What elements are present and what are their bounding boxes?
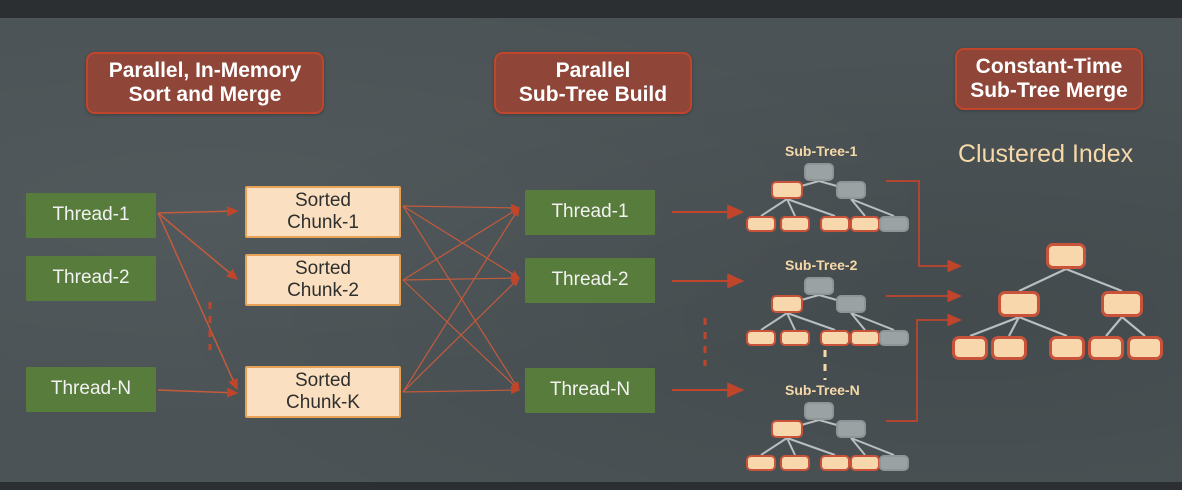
chunkk-line1: Sorted bbox=[295, 369, 351, 391]
sorted-chunk-1-text: Sorted Chunk-1 bbox=[287, 190, 359, 234]
hdr2-line1: Parallel bbox=[555, 58, 631, 82]
build-thread-2[interactable]: Thread-2 bbox=[525, 258, 655, 303]
subtree-links bbox=[760, 180, 895, 456]
clustered-index-links bbox=[969, 267, 1146, 338]
clustered-index-leaf-1 bbox=[952, 336, 988, 360]
sub-tree-1-leaf-4 bbox=[850, 216, 880, 232]
sorted-chunk-k[interactable]: Sorted Chunk-K bbox=[245, 366, 401, 418]
hdr1-line1: Parallel, In-Memory bbox=[108, 58, 302, 82]
sub-tree-2-leaf-3 bbox=[820, 330, 850, 346]
stage-header-subtree-build[interactable]: Parallel Sub-Tree Build bbox=[494, 52, 692, 114]
chunkk-line2: Chunk-K bbox=[286, 392, 360, 413]
clustered-index-leaf-4 bbox=[1088, 336, 1124, 360]
stage-header-sort-merge-text: Parallel, In-Memory Sort and Merge bbox=[109, 59, 302, 108]
sub-tree-n-label: Sub-Tree-N bbox=[785, 382, 860, 398]
chunk2-line1: Sorted bbox=[295, 257, 351, 279]
sub-tree-1-n2-a bbox=[771, 181, 803, 199]
hdr3-line2: Sub-Tree Merge bbox=[970, 79, 1128, 102]
clustered-index-leaf-2 bbox=[991, 336, 1027, 360]
subtree-merge-routes bbox=[886, 180, 963, 422]
sub-tree-1-leaf-1 bbox=[746, 216, 776, 232]
sub-tree-n-leaf-1 bbox=[746, 455, 776, 471]
sub-tree-2-n2-b bbox=[836, 295, 866, 313]
build-thread-1-label: Thread-1 bbox=[551, 201, 629, 223]
fanout-thread1 bbox=[157, 206, 239, 391]
stage-header-subtree-merge-text: Constant-Time Sub-Tree Merge bbox=[970, 55, 1128, 104]
stage-header-subtree-merge[interactable]: Constant-Time Sub-Tree Merge bbox=[955, 48, 1143, 110]
sub-tree-2-leaf-1 bbox=[746, 330, 776, 346]
sub-tree-n-leaf-2 bbox=[780, 455, 810, 471]
hdr2-line2: Sub-Tree Build bbox=[518, 83, 668, 106]
stage-header-sort-merge[interactable]: Parallel, In-Memory Sort and Merge bbox=[86, 52, 324, 114]
sub-tree-2-label: Sub-Tree-2 bbox=[785, 257, 858, 273]
sub-tree-2-leaf-2 bbox=[780, 330, 810, 346]
thread-subtree-arrows bbox=[672, 204, 745, 398]
sub-tree-2-leaf-5 bbox=[879, 330, 909, 346]
sub-tree-2-n2-a bbox=[771, 295, 803, 313]
sub-tree-2-leaf-4 bbox=[850, 330, 880, 346]
sub-tree-1-leaf-5 bbox=[879, 216, 909, 232]
sorted-chunk-2-text: Sorted Chunk-2 bbox=[287, 258, 359, 302]
clustered-index-n2-right bbox=[1101, 291, 1143, 317]
sorted-chunk-2[interactable]: Sorted Chunk-2 bbox=[245, 254, 401, 306]
sub-tree-2-root bbox=[804, 277, 834, 295]
hdr1-line2: Sort and Merge bbox=[128, 83, 282, 106]
stage-header-subtree-build-text: Parallel Sub-Tree Build bbox=[519, 59, 667, 108]
sorted-chunk-1[interactable]: Sorted Chunk-1 bbox=[245, 186, 401, 238]
chunk1-line1: Sorted bbox=[295, 189, 351, 211]
build-thread-2-label: Thread-2 bbox=[551, 269, 629, 291]
clustered-index-leaf-3 bbox=[1049, 336, 1085, 360]
sub-tree-1-label: Sub-Tree-1 bbox=[785, 143, 858, 159]
chunk1-line2: Chunk-1 bbox=[287, 212, 359, 233]
fanout-threadn bbox=[157, 387, 239, 398]
sub-tree-n-leaf-4 bbox=[850, 455, 880, 471]
top-letterbox-bar bbox=[0, 0, 1182, 18]
build-thread-n-label: Thread-N bbox=[549, 379, 631, 401]
clustered-index-root bbox=[1046, 243, 1086, 269]
bottom-letterbox-bar bbox=[0, 482, 1182, 490]
sub-tree-1-root bbox=[804, 163, 834, 181]
left-thread-1-label: Thread-1 bbox=[52, 204, 130, 226]
sub-tree-n-leaf-3 bbox=[820, 455, 850, 471]
sub-tree-n-leaf-5 bbox=[879, 455, 909, 471]
sub-tree-1-leaf-2 bbox=[780, 216, 810, 232]
clustered-index-leaf-5 bbox=[1127, 336, 1163, 360]
clustered-index-n2-left bbox=[998, 291, 1040, 317]
sub-tree-1-leaf-3 bbox=[820, 216, 850, 232]
sub-tree-n-n2-a bbox=[771, 420, 803, 438]
sub-tree-n-root bbox=[804, 402, 834, 420]
chunk-thread-mesh bbox=[402, 203, 521, 395]
sub-tree-1-n2-b bbox=[836, 181, 866, 199]
hdr3-line1: Constant-Time bbox=[975, 54, 1123, 78]
build-thread-n[interactable]: Thread-N bbox=[525, 368, 655, 413]
sorted-chunk-k-text: Sorted Chunk-K bbox=[286, 370, 360, 414]
left-thread-2[interactable]: Thread-2 bbox=[26, 256, 156, 301]
chunk2-line2: Chunk-2 bbox=[287, 280, 359, 301]
build-thread-1[interactable]: Thread-1 bbox=[525, 190, 655, 235]
left-thread-2-label: Thread-2 bbox=[52, 267, 130, 289]
left-thread-n-label: Thread-N bbox=[50, 378, 132, 400]
sub-tree-n-n2-b bbox=[836, 420, 866, 438]
left-thread-1[interactable]: Thread-1 bbox=[26, 193, 156, 238]
clustered-index-label: Clustered Index bbox=[958, 140, 1134, 168]
left-thread-n[interactable]: Thread-N bbox=[26, 367, 156, 412]
